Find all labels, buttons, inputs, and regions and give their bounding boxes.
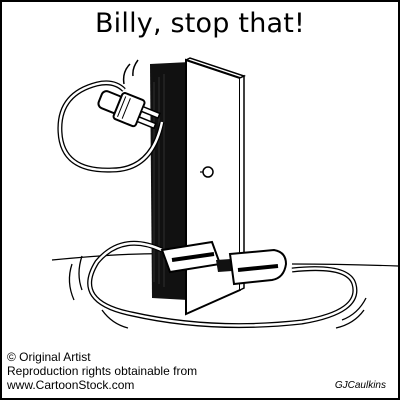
outlet-connector	[160, 240, 288, 286]
doorway-shadow	[150, 62, 190, 300]
plug	[97, 90, 161, 130]
artist-signature: GJCaulkins	[334, 380, 386, 391]
copyright-credit: © Original Artist Reproduction rights ob…	[7, 350, 197, 392]
credit-line-3: www.CartoonStock.com	[7, 378, 135, 392]
door	[185, 58, 241, 316]
credit-line-2: Reproduction rights obtainable from	[7, 364, 198, 378]
door-knob	[202, 166, 214, 178]
motion-lines	[122, 59, 139, 85]
caption: Billy, stop that!	[94, 8, 306, 39]
credit-line-1: © Original Artist	[7, 350, 91, 364]
